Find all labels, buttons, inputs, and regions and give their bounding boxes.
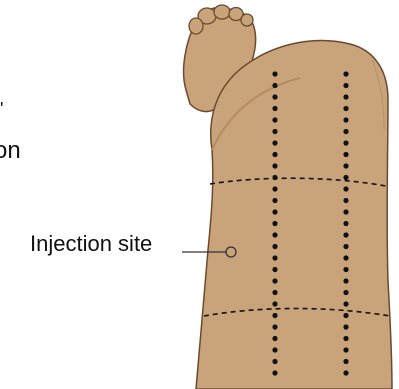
dot xyxy=(272,129,277,134)
dot xyxy=(272,370,277,375)
dot xyxy=(343,221,348,226)
dot xyxy=(343,313,348,318)
injection-site-marker xyxy=(226,247,236,257)
dot xyxy=(272,313,277,318)
dot xyxy=(272,347,277,352)
dot xyxy=(343,175,348,180)
dot xyxy=(343,359,348,364)
dot xyxy=(343,106,348,111)
dot xyxy=(343,117,348,122)
dot xyxy=(343,370,348,375)
dot xyxy=(272,244,277,249)
dot xyxy=(272,106,277,111)
dot xyxy=(343,336,348,341)
dot xyxy=(272,221,277,226)
dot xyxy=(272,255,277,260)
dot xyxy=(272,186,277,191)
dot xyxy=(272,140,277,145)
dot xyxy=(272,83,277,88)
dot xyxy=(343,232,348,237)
dot xyxy=(272,232,277,237)
dot xyxy=(272,336,277,341)
dot xyxy=(343,186,348,191)
dot xyxy=(343,140,348,145)
dot xyxy=(343,267,348,272)
dot xyxy=(343,301,348,306)
dot xyxy=(343,83,348,88)
dot xyxy=(272,301,277,306)
dot xyxy=(343,324,348,329)
dot xyxy=(272,71,277,76)
dot xyxy=(343,347,348,352)
dot xyxy=(272,175,277,180)
dot xyxy=(272,209,277,214)
dot xyxy=(272,198,277,203)
injection-site-label: Injection site xyxy=(30,233,152,255)
dot xyxy=(343,163,348,168)
dot xyxy=(343,129,348,134)
dot xyxy=(272,324,277,329)
dot xyxy=(272,94,277,99)
dot xyxy=(343,152,348,157)
dot xyxy=(343,198,348,203)
dot xyxy=(343,255,348,260)
dot xyxy=(343,209,348,214)
dot xyxy=(272,278,277,283)
dot xyxy=(272,117,277,122)
dot xyxy=(343,71,348,76)
dot xyxy=(343,278,348,283)
dot xyxy=(343,290,348,295)
thigh-shape xyxy=(196,41,392,389)
dot xyxy=(272,359,277,364)
dot xyxy=(272,152,277,157)
dot xyxy=(343,244,348,249)
dot xyxy=(272,290,277,295)
dot xyxy=(272,267,277,272)
dot xyxy=(343,94,348,99)
dot xyxy=(272,163,277,168)
